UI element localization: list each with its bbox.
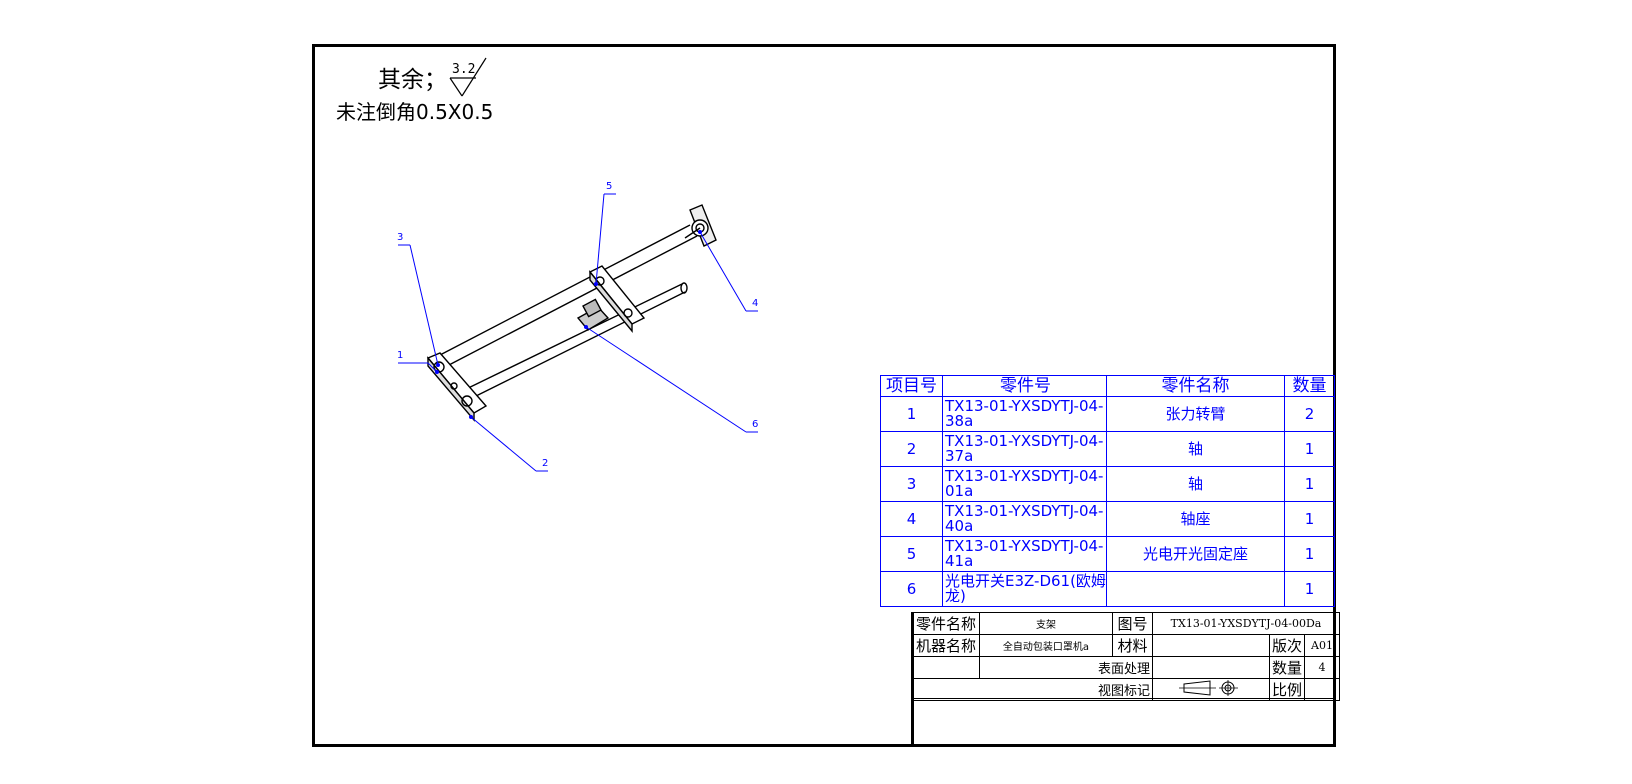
leader-dots	[435, 230, 702, 419]
bom-qty: 1	[1284, 536, 1335, 572]
quantity-label: 数量	[1268, 656, 1306, 679]
machine-name-value: 全自动包装口罩机a	[979, 634, 1113, 657]
scale-label: 比例	[1268, 678, 1306, 701]
bom-part-no: TX13-01-YXSDYTJ-04-37a	[942, 431, 1107, 467]
title-block: 零件名称 支架 图号 TX13-01-YXSDYTJ-04-00Da 机器名称 …	[913, 612, 1341, 701]
machine-name-label: 机器名称	[913, 634, 980, 657]
bom-row: 4 TX13-01-YXSDYTJ-04-40a 轴座 1	[880, 501, 1335, 537]
roughness-symbol-icon	[449, 57, 487, 97]
callout-4: 4	[752, 298, 759, 309]
revision-value: A01	[1304, 634, 1341, 657]
drawing-sheet-border	[312, 44, 1336, 747]
leader-lines	[398, 193, 758, 472]
bom-part-name	[1106, 571, 1285, 607]
bill-of-materials: 项目号 零件号 零件名称 数量 1 TX13-01-YXSDYTJ-04-38a…	[880, 375, 1335, 607]
callout-2: 2	[542, 458, 549, 469]
bom-row: 2 TX13-01-YXSDYTJ-04-37a 轴 1	[880, 431, 1335, 467]
bom-header-item: 项目号	[880, 375, 943, 397]
callout-6: 6	[752, 419, 759, 430]
title-block-divider	[911, 612, 914, 747]
bom-item: 2	[880, 431, 943, 467]
bom-item: 4	[880, 501, 943, 537]
surface-roughness-note: 其余；	[378, 60, 447, 94]
part-name-value: 支架	[979, 612, 1113, 635]
bom-header-part-no: 零件号	[942, 375, 1107, 397]
bom-header-qty: 数量	[1284, 375, 1335, 397]
bom-part-name: 光电开光固定座	[1106, 536, 1285, 572]
bom-header-name: 零件名称	[1106, 375, 1285, 397]
blank-cell	[913, 656, 980, 679]
bom-part-no: 光电开关E3Z-D61(欧姆龙)	[942, 571, 1107, 607]
bom-qty: 2	[1284, 396, 1335, 432]
bom-qty: 1	[1284, 466, 1335, 502]
chamfer-note: 未注倒角0.5X0.5	[336, 100, 494, 124]
bom-item: 5	[880, 536, 943, 572]
bom-part-name: 轴	[1106, 431, 1285, 467]
bom-header-row: 项目号 零件号 零件名称 数量	[880, 375, 1335, 397]
bom-item: 3	[880, 466, 943, 502]
drawing-no-label: 图号	[1112, 612, 1153, 635]
callout-1: 1	[397, 350, 404, 361]
bom-qty: 1	[1284, 501, 1335, 537]
first-angle-projection-icon	[1179, 679, 1238, 696]
material-label: 材料	[1112, 634, 1153, 657]
projection-symbol	[1152, 678, 1270, 701]
bom-part-name: 张力转臂	[1106, 396, 1285, 432]
bom-item: 1	[880, 396, 943, 432]
roughness-value: 3.2	[452, 62, 476, 77]
bom-part-no: TX13-01-YXSDYTJ-04-40a	[942, 501, 1107, 537]
bom-row: 5 TX13-01-YXSDYTJ-04-41a 光电开光固定座 1	[880, 536, 1335, 572]
assembly-isometric-view	[426, 204, 717, 422]
callout-3: 3	[397, 232, 404, 243]
bom-part-no: TX13-01-YXSDYTJ-04-41a	[942, 536, 1107, 572]
surface-treatment-value	[1152, 656, 1270, 679]
revision-label: 版次	[1268, 634, 1306, 657]
other-surfaces-label: 其余；	[378, 67, 447, 93]
scale-value	[1304, 678, 1341, 701]
bom-row: 6 光电开关E3Z-D61(欧姆龙) 1	[880, 571, 1335, 607]
bom-qty: 1	[1284, 431, 1335, 467]
callout-5: 5	[606, 181, 613, 192]
view-mark-label: 视图标记	[913, 678, 1153, 701]
bom-qty: 1	[1284, 571, 1335, 607]
part-name-label: 零件名称	[913, 612, 980, 635]
bom-row: 3 TX13-01-YXSDYTJ-04-01a 轴 1	[880, 466, 1335, 502]
bom-part-name: 轴座	[1106, 501, 1285, 537]
drawing-no-value: TX13-01-YXSDYTJ-04-00Da	[1151, 612, 1341, 635]
surface-treatment-label: 表面处理	[979, 656, 1153, 679]
title-block-footer	[913, 698, 1336, 748]
bom-part-name: 轴	[1106, 466, 1285, 502]
bom-part-no: TX13-01-YXSDYTJ-04-38a	[942, 396, 1107, 432]
material-value	[1152, 634, 1270, 657]
bom-row: 1 TX13-01-YXSDYTJ-04-38a 张力转臂 2	[880, 396, 1335, 432]
bom-part-no: TX13-01-YXSDYTJ-04-01a	[942, 466, 1107, 502]
quantity-value: 4	[1304, 656, 1341, 679]
bom-item: 6	[880, 571, 943, 607]
